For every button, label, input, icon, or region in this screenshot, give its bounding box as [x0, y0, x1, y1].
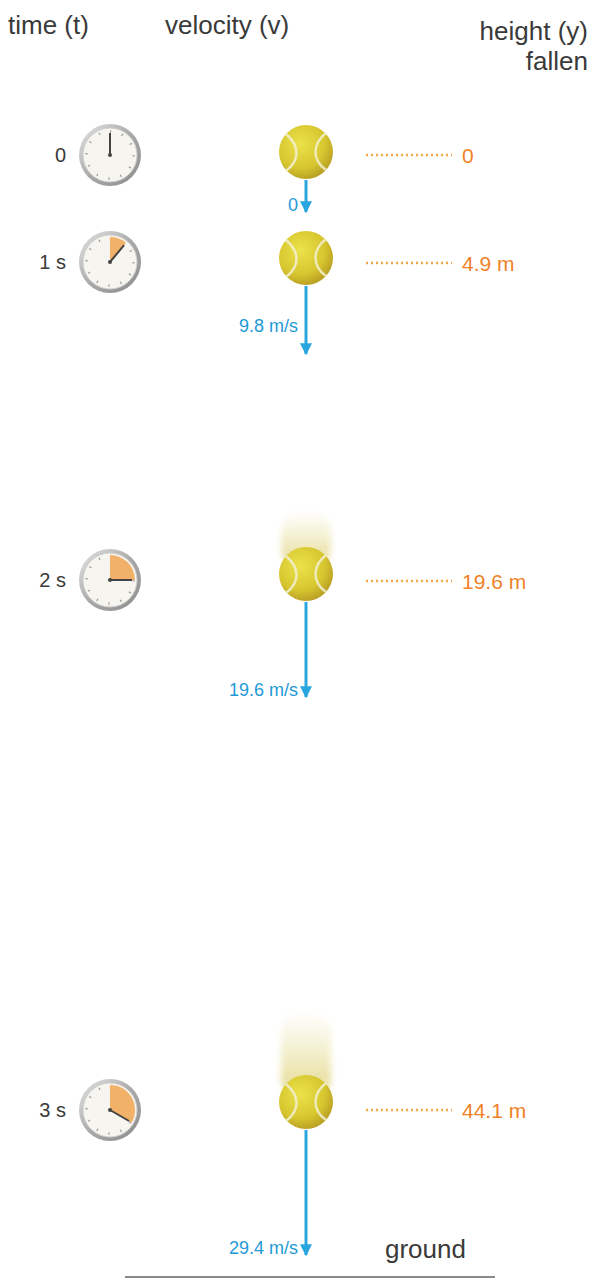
height-label: 44.1 m	[462, 1099, 526, 1123]
height-label: 0	[462, 144, 474, 168]
column-header: time (t)	[8, 11, 89, 41]
time-label: 2 s	[39, 569, 66, 592]
time-label: 1 s	[39, 251, 66, 274]
velocity-arrows	[305, 180, 308, 1255]
time-label: 3 s	[39, 1099, 66, 1122]
clock	[79, 231, 141, 293]
ground-label: ground	[385, 1235, 466, 1265]
velocity-label: 19.6 m/s	[229, 680, 298, 701]
time-label: 0	[55, 144, 66, 167]
velocity-label: 0	[288, 195, 298, 216]
clock	[79, 1079, 141, 1141]
column-header: height (y) fallen	[448, 17, 588, 77]
tennis-ball	[279, 1075, 333, 1129]
velocity-label: 29.4 m/s	[229, 1238, 298, 1259]
clock	[79, 124, 141, 186]
velocity-label: 9.8 m/s	[239, 316, 298, 337]
tennis-ball	[279, 547, 333, 601]
ground-line	[125, 1276, 495, 1278]
clock	[79, 549, 141, 611]
column-header: velocity (v)	[165, 11, 289, 41]
height-leaders	[366, 155, 452, 1110]
tennis-ball	[279, 125, 333, 179]
height-label: 19.6 m	[462, 570, 526, 594]
tennis-ball	[279, 231, 333, 285]
height-label: 4.9 m	[462, 252, 515, 276]
